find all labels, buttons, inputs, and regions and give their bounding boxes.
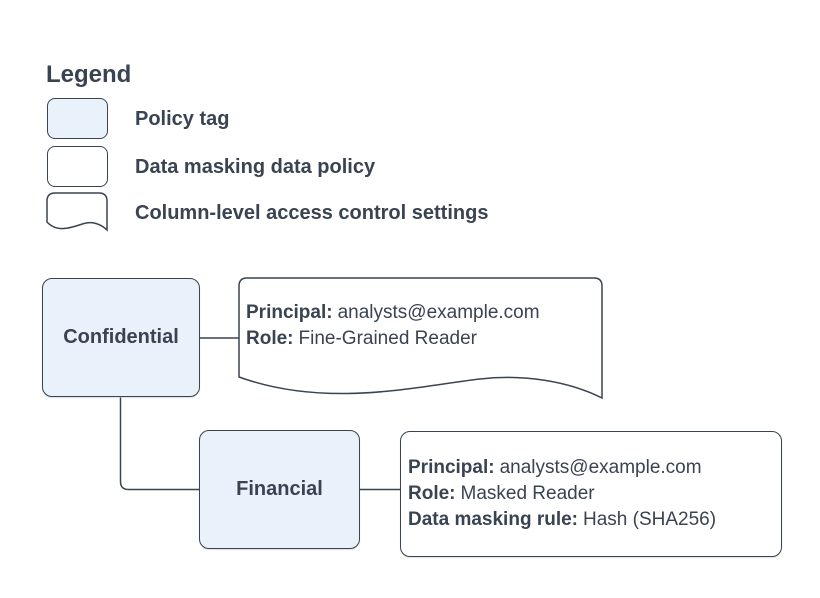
data-masking-policy-box: Principal:analysts@example.com Role:Mask… <box>400 431 782 557</box>
legend-label-policy-tag: Policy tag <box>135 108 230 130</box>
legend-title: Legend <box>46 61 132 88</box>
wavy-document-icon <box>46 192 108 232</box>
principal-value: analysts@example.com <box>499 457 702 478</box>
principal-label: Principal: <box>246 302 333 323</box>
principal-value: analysts@example.com <box>337 302 540 323</box>
data-policy-masking-rule-line: Data masking rule:Hash (SHA256) <box>408 507 781 533</box>
masking-rule-label: Data masking rule: <box>408 509 578 530</box>
data-policy-principal-line: Principal:analysts@example.com <box>408 455 781 481</box>
policy-tag-financial-label: Financial <box>236 478 323 500</box>
masking-rule-value: Hash (SHA256) <box>583 509 717 530</box>
access-control-principal-line: Principal:analysts@example.com <box>246 300 540 326</box>
policy-tag-confidential: Confidential <box>42 278 200 397</box>
connector-confidential-financial <box>119 397 199 491</box>
data-policy-fields: Principal:analysts@example.com Role:Mask… <box>408 455 781 533</box>
principal-label: Principal: <box>408 457 495 478</box>
role-label: Role: <box>246 328 294 349</box>
role-label: Role: <box>408 483 456 504</box>
role-value: Fine-Grained Reader <box>298 328 477 349</box>
access-control-settings: Principal:analysts@example.com Role:Fine… <box>246 300 540 352</box>
legend-label-column-access-control: Column-level access control settings <box>135 202 489 224</box>
role-value: Masked Reader <box>460 483 595 504</box>
policy-tag-financial: Financial <box>199 430 360 549</box>
data-policy-role-line: Role:Masked Reader <box>408 481 781 507</box>
access-control-role-line: Role:Fine-Grained Reader <box>246 326 540 352</box>
policy-tag-swatch <box>47 98 108 139</box>
policy-tag-confidential-label: Confidential <box>63 326 179 348</box>
column-access-control-swatch <box>46 192 108 232</box>
legend-label-data-masking-policy: Data masking data policy <box>135 156 376 178</box>
data-masking-policy-swatch <box>47 146 108 187</box>
